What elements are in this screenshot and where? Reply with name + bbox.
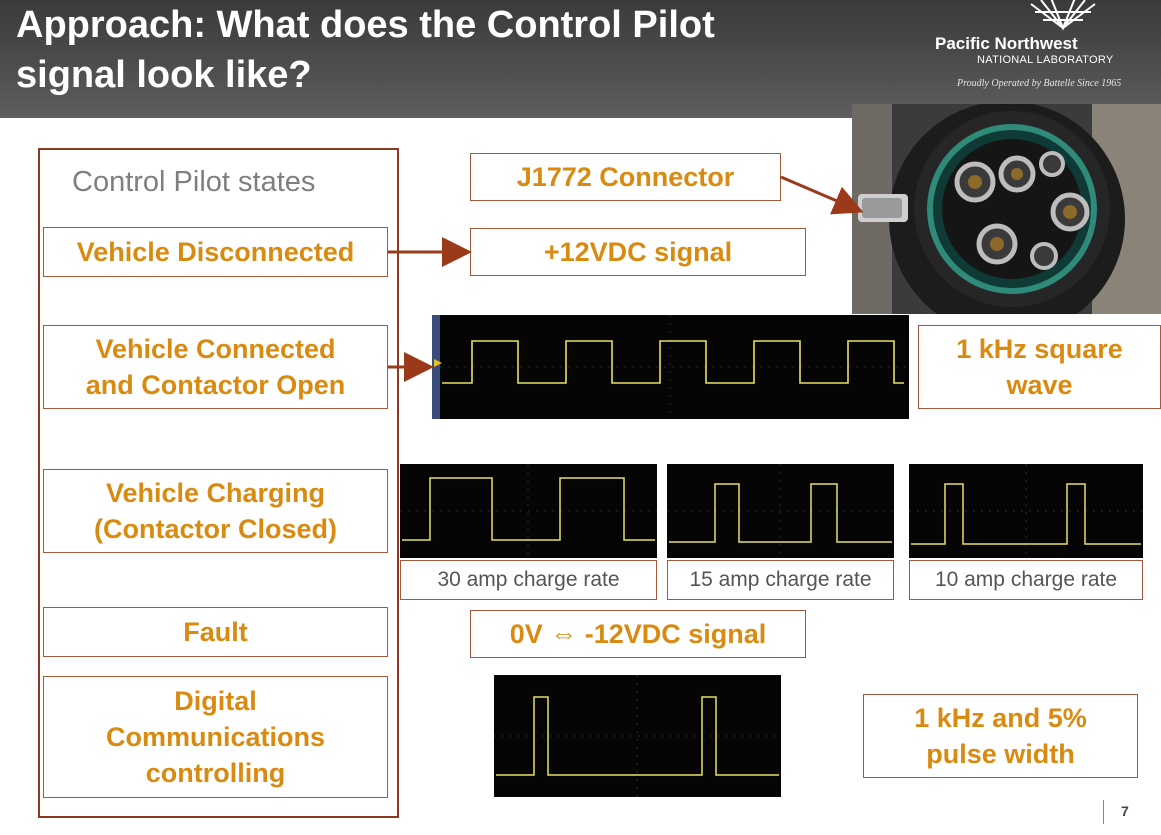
logo-name: Pacific Northwest (935, 34, 1078, 54)
minus12-label-box: 0V ⇔ -12VDC signal (470, 610, 806, 658)
charge-rate-15: 15 amp charge rate (667, 560, 894, 600)
pnnl-logo: Pacific Northwest NATIONAL LABORATORY Pr… (925, 0, 1155, 100)
state-fault-label: Fault (183, 614, 248, 650)
scope-pulse-width (494, 675, 781, 797)
state-connected-label: Vehicle Connected and Contactor Open (86, 331, 346, 403)
charge-rate-15-label: 15 amp charge rate (689, 568, 871, 592)
states-heading: Control Pilot states (72, 166, 315, 199)
logo-subname: NATIONAL LABORATORY (977, 54, 1114, 66)
state-charging-label: Vehicle Charging (Contactor Closed) (94, 475, 337, 547)
state-digital: Digital Communications controlling (43, 676, 388, 798)
plus12-label: +12VDC signal (544, 234, 732, 270)
charge-rate-10-label: 10 amp charge rate (935, 568, 1117, 592)
minus12-label: 0V ⇔ -12VDC signal (510, 616, 767, 652)
state-connected: Vehicle Connected and Contactor Open (43, 325, 388, 409)
scope-30-amp (400, 464, 657, 558)
state-disconnected-label: Vehicle Disconnected (77, 234, 355, 270)
scope-15-amp (667, 464, 894, 558)
state-charging: Vehicle Charging (Contactor Closed) (43, 469, 388, 553)
state-fault: Fault (43, 607, 388, 657)
charge-rate-30: 30 amp charge rate (400, 560, 657, 600)
pnnl-logo-icon (1027, 0, 1099, 32)
state-digital-label: Digital Communications controlling (106, 683, 325, 791)
pulse-label-box: 1 kHz and 5% pulse width (863, 694, 1138, 778)
logo-tagline: Proudly Operated by Battelle Since 1965 (957, 78, 1121, 89)
page-number: 7 (1121, 803, 1129, 819)
square-wave-label: 1 kHz square wave (956, 331, 1123, 403)
charge-rate-30-label: 30 amp charge rate (437, 568, 619, 592)
scope-10-amp (909, 464, 1143, 558)
pulse-label: 1 kHz and 5% pulse width (914, 700, 1087, 772)
title-bar: Approach: What does the Control Pilot si… (0, 0, 1161, 118)
connector-label: J1772 Connector (517, 159, 735, 195)
square-wave-label-box: 1 kHz square wave (918, 325, 1161, 409)
scope-square-wave (432, 315, 909, 419)
slide-title: Approach: What does the Control Pilot si… (16, 0, 896, 100)
connector-label-box: J1772 Connector (470, 153, 781, 201)
page-divider (1103, 800, 1104, 824)
charge-rate-10: 10 amp charge rate (909, 560, 1143, 600)
plus12-label-box: +12VDC signal (470, 228, 806, 276)
state-disconnected: Vehicle Disconnected (43, 227, 388, 277)
j1772-connector-photo (852, 104, 1161, 314)
